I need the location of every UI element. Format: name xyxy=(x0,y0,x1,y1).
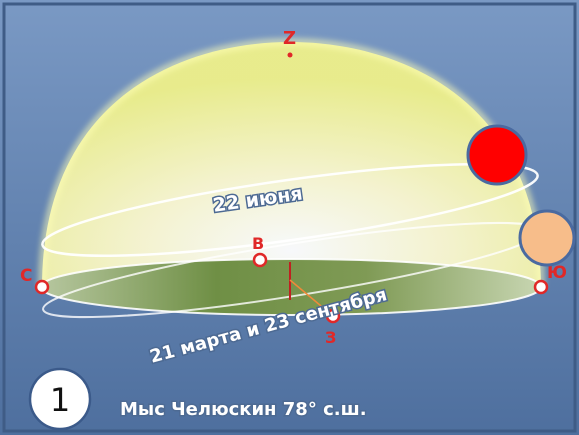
east-point xyxy=(252,252,268,268)
south-label: Ю xyxy=(547,263,567,283)
slide-number-badge xyxy=(28,367,92,431)
sun-marker-equinox xyxy=(518,209,576,267)
orbit-summer xyxy=(41,162,539,258)
west-label: З xyxy=(325,328,336,347)
north-label: С xyxy=(20,266,32,286)
sun-marker-summer xyxy=(466,124,528,186)
north-point xyxy=(34,279,50,295)
east-label: В xyxy=(252,234,264,253)
zenith-label: Z xyxy=(283,28,296,49)
slide-number: 1 xyxy=(50,381,70,419)
west-point xyxy=(325,308,341,324)
caption: Мыс Челюскин 78° с.ш. xyxy=(120,399,367,420)
west-line xyxy=(289,279,334,317)
zenith-point xyxy=(287,52,293,58)
south-point xyxy=(533,279,549,295)
sky-dome xyxy=(42,42,541,287)
